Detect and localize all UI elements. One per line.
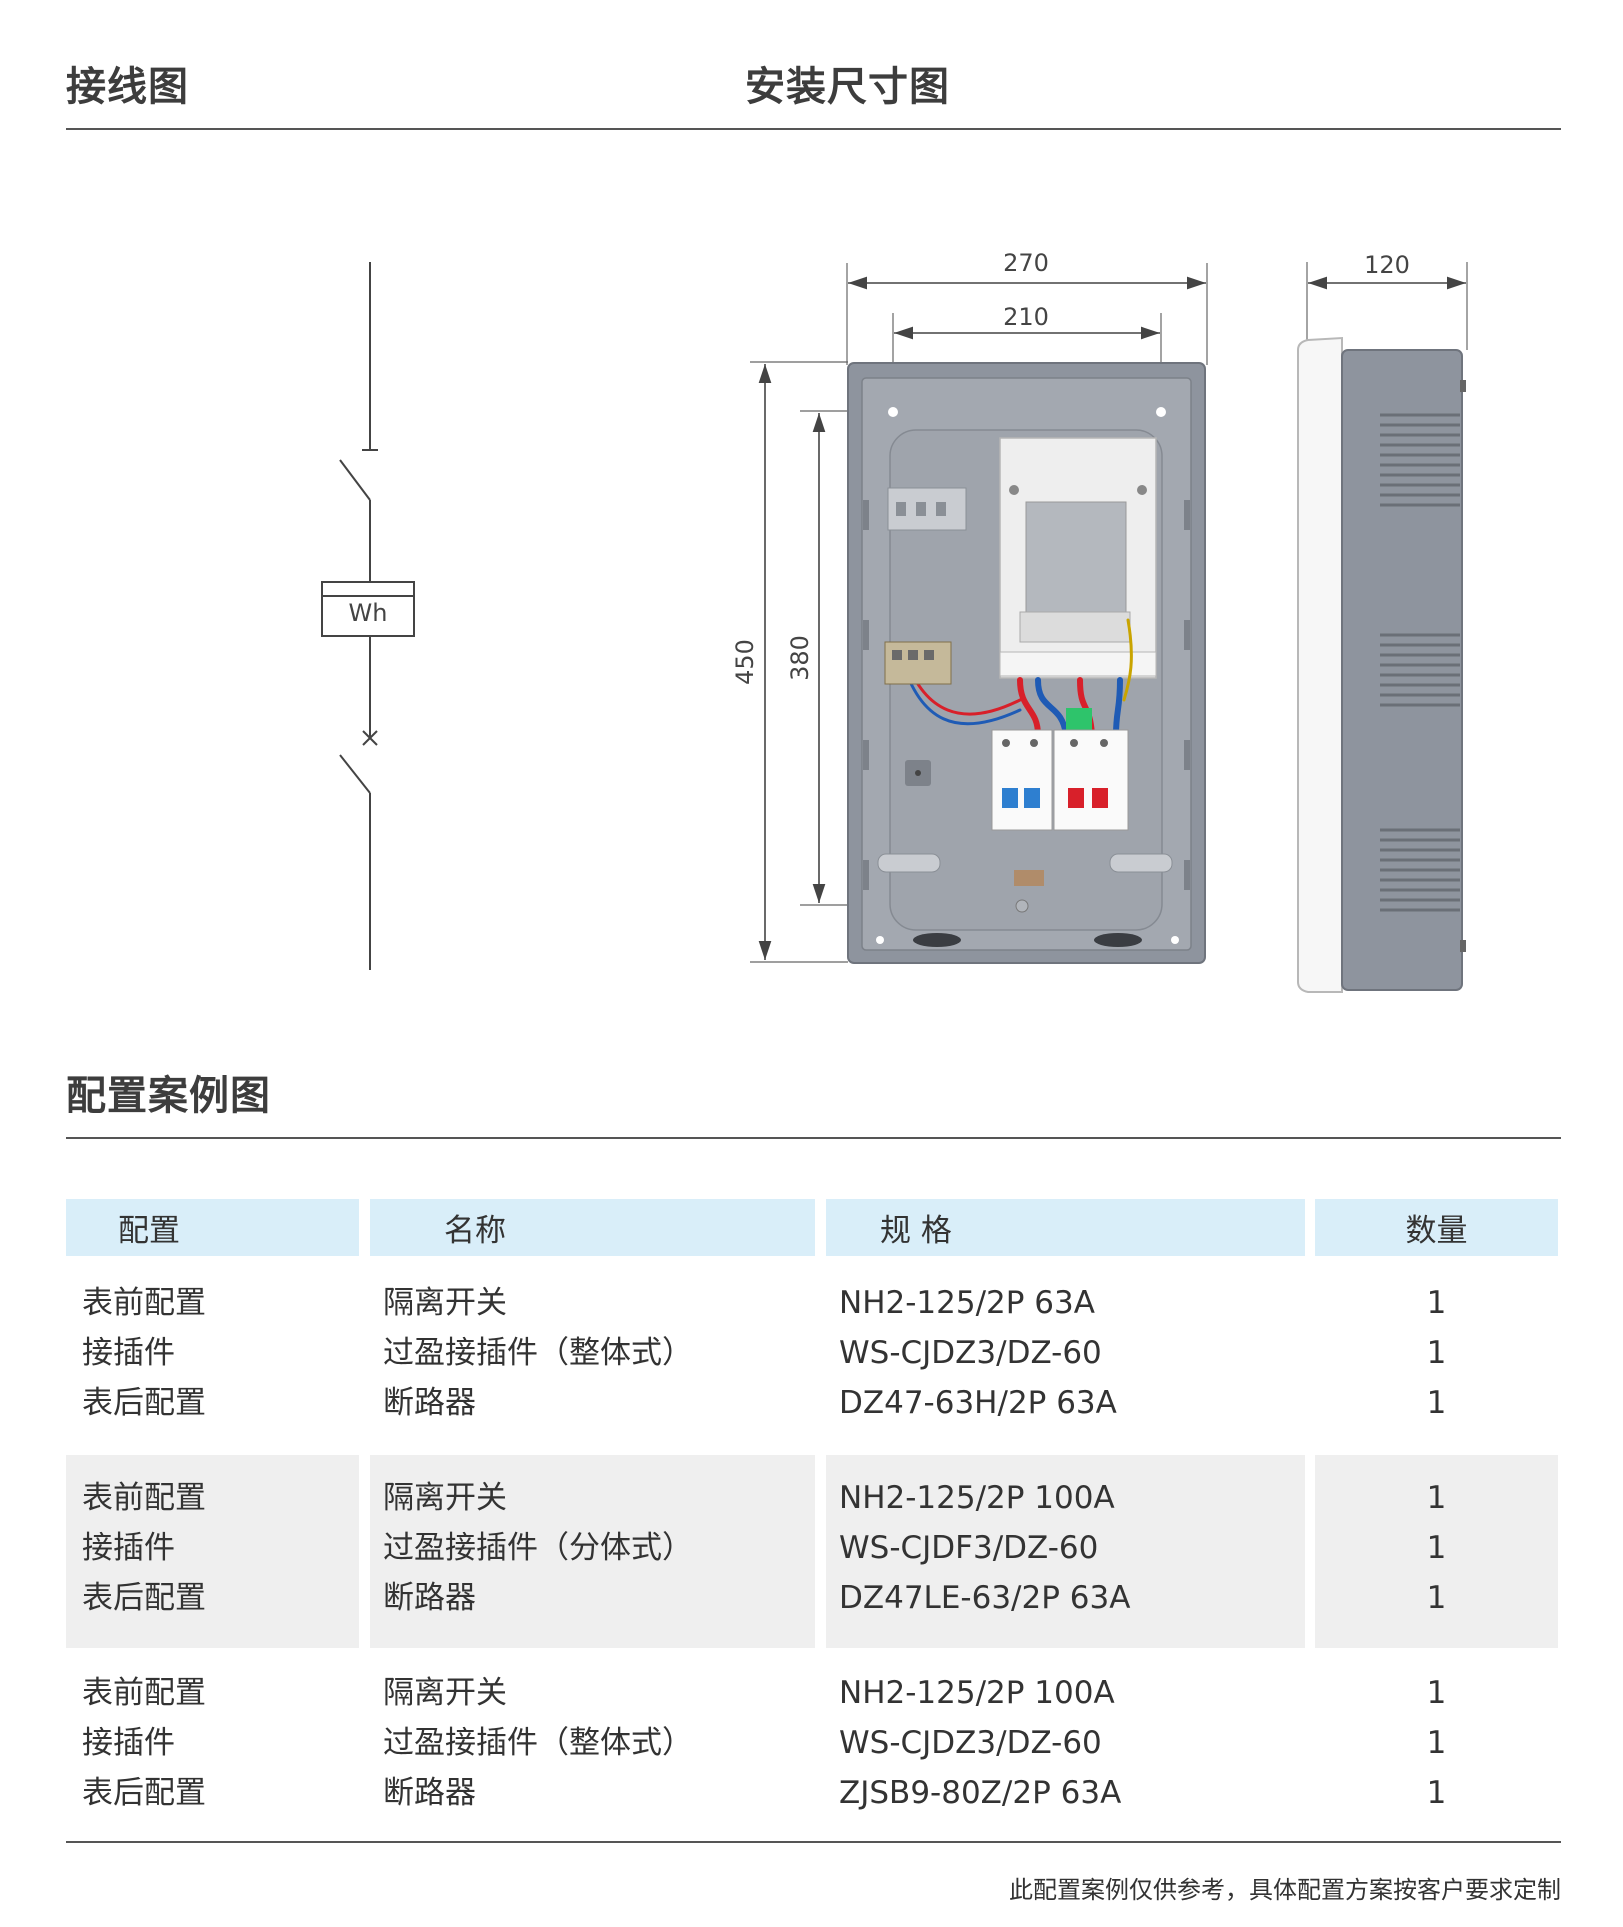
- enclosure-front-view: [847, 362, 1206, 964]
- isolating-switch-device: [991, 729, 1053, 831]
- table-header-qty: 数量: [1315, 1199, 1558, 1256]
- breaker-cross-b: [362, 730, 378, 746]
- row-band: [66, 1455, 359, 1648]
- dim-depth-label: 120: [1364, 251, 1410, 279]
- installation-dimension-drawing: 270 210 450 380 120: [731, 249, 1468, 993]
- table-row-group-2-name: 隔离开关过盈接插件（分体式）断路器: [383, 1480, 693, 1616]
- mount-hole-icon: [1156, 407, 1166, 417]
- table-header-config: 配置: [66, 1199, 359, 1256]
- table-row-group-3-config: 表前配置接插件表后配置: [82, 1675, 206, 1811]
- dim-inner-height-label: 380: [786, 635, 814, 681]
- isolating-switch-blade: [339, 459, 371, 501]
- row-band: [826, 1455, 1305, 1648]
- wiring-diagram: Wh: [321, 262, 415, 970]
- wiring-diagram-title: 接线图: [66, 64, 189, 110]
- row-band: [1315, 1455, 1558, 1648]
- table-row-group-1-config: 表前配置接插件表后配置: [82, 1285, 206, 1421]
- mount-hole-icon: [888, 407, 898, 417]
- breaker-blade: [339, 754, 371, 794]
- install-dimension-title: 安装尺寸图: [745, 64, 950, 110]
- dim-inner-width-label: 210: [1003, 303, 1049, 331]
- config-example-title: 配置案例图: [66, 1073, 271, 1119]
- table-bottom-rule: [66, 1841, 1561, 1843]
- row-band: [370, 1455, 815, 1648]
- circuit-breaker-device: [1053, 729, 1129, 831]
- dim-outer-height-label: 450: [731, 639, 759, 685]
- table-row-group-2-config: 表前配置接插件表后配置: [82, 1480, 206, 1616]
- dim-outer-width-label: 270: [1003, 249, 1049, 277]
- table-header-spec: 规 格: [826, 1199, 1305, 1256]
- top-divider: [66, 128, 1561, 130]
- enclosure-side-view: [1297, 336, 1466, 993]
- terminal-block: [884, 641, 952, 685]
- meter-box: [321, 581, 415, 637]
- table-row-group-1-name: 隔离开关过盈接插件（整体式）断路器: [383, 1285, 693, 1421]
- table-header-name: 名称: [370, 1199, 815, 1256]
- meter-label: Wh: [349, 599, 388, 627]
- config-divider: [66, 1137, 1561, 1139]
- table-row-group-3-name: 隔离开关过盈接插件（整体式）断路器: [383, 1675, 693, 1811]
- footnote: 此配置案例仅供参考，具体配置方案按客户要求定制: [1009, 1876, 1561, 1904]
